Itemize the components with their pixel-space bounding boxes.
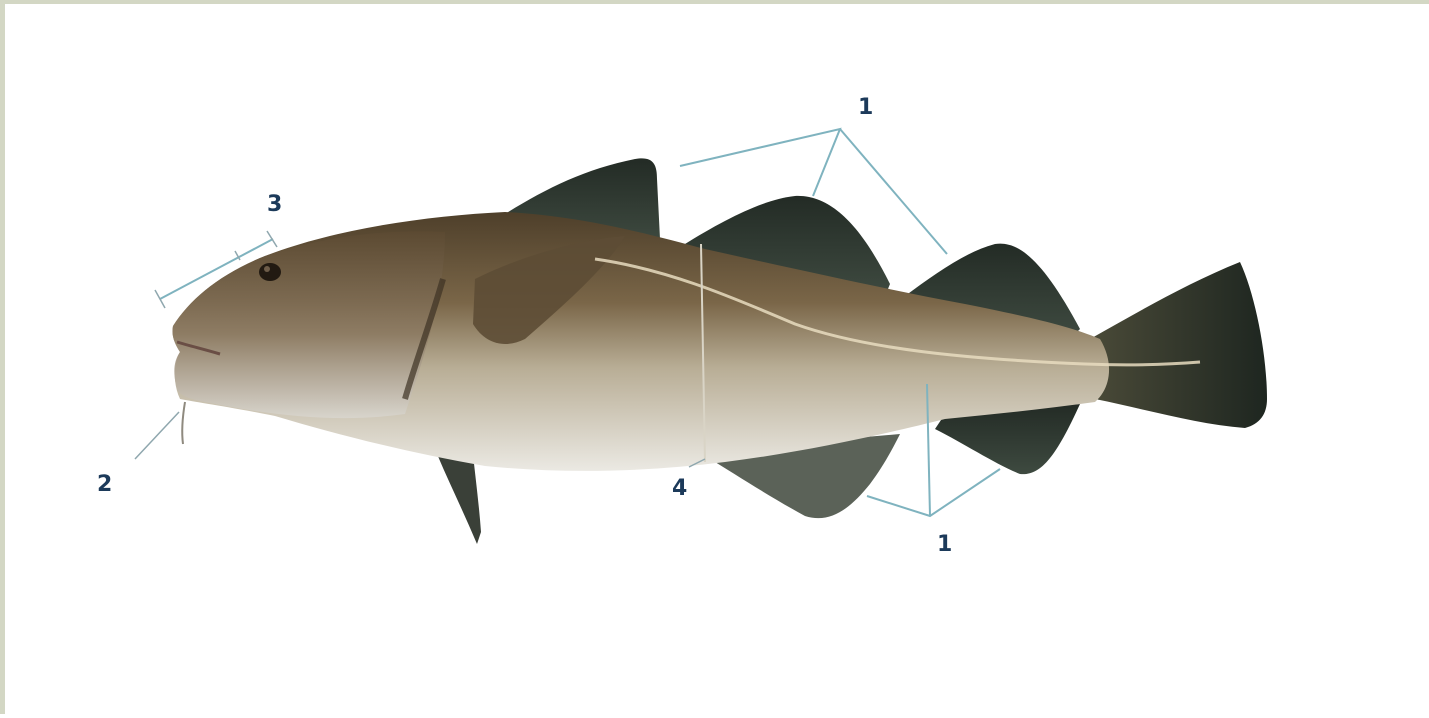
leader-line-bottom-fins <box>867 469 1000 516</box>
callout-label-barbel: 2 <box>97 472 112 497</box>
leader-line-barbel <box>135 412 179 459</box>
callout-label-snout: 3 <box>267 192 282 217</box>
tail-fin <box>1090 262 1267 428</box>
barbel <box>182 402 185 444</box>
fish-anatomy-diagram: 1 1 2 3 4 <box>5 4 1429 718</box>
eye <box>259 263 281 281</box>
callout-label-depth: 4 <box>672 476 687 501</box>
callout-label-fins-bottom: 1 <box>937 532 952 557</box>
callout-label-fins-top: 1 <box>858 95 873 120</box>
leader-line-top-fins <box>680 129 840 196</box>
fish-head <box>172 231 445 418</box>
